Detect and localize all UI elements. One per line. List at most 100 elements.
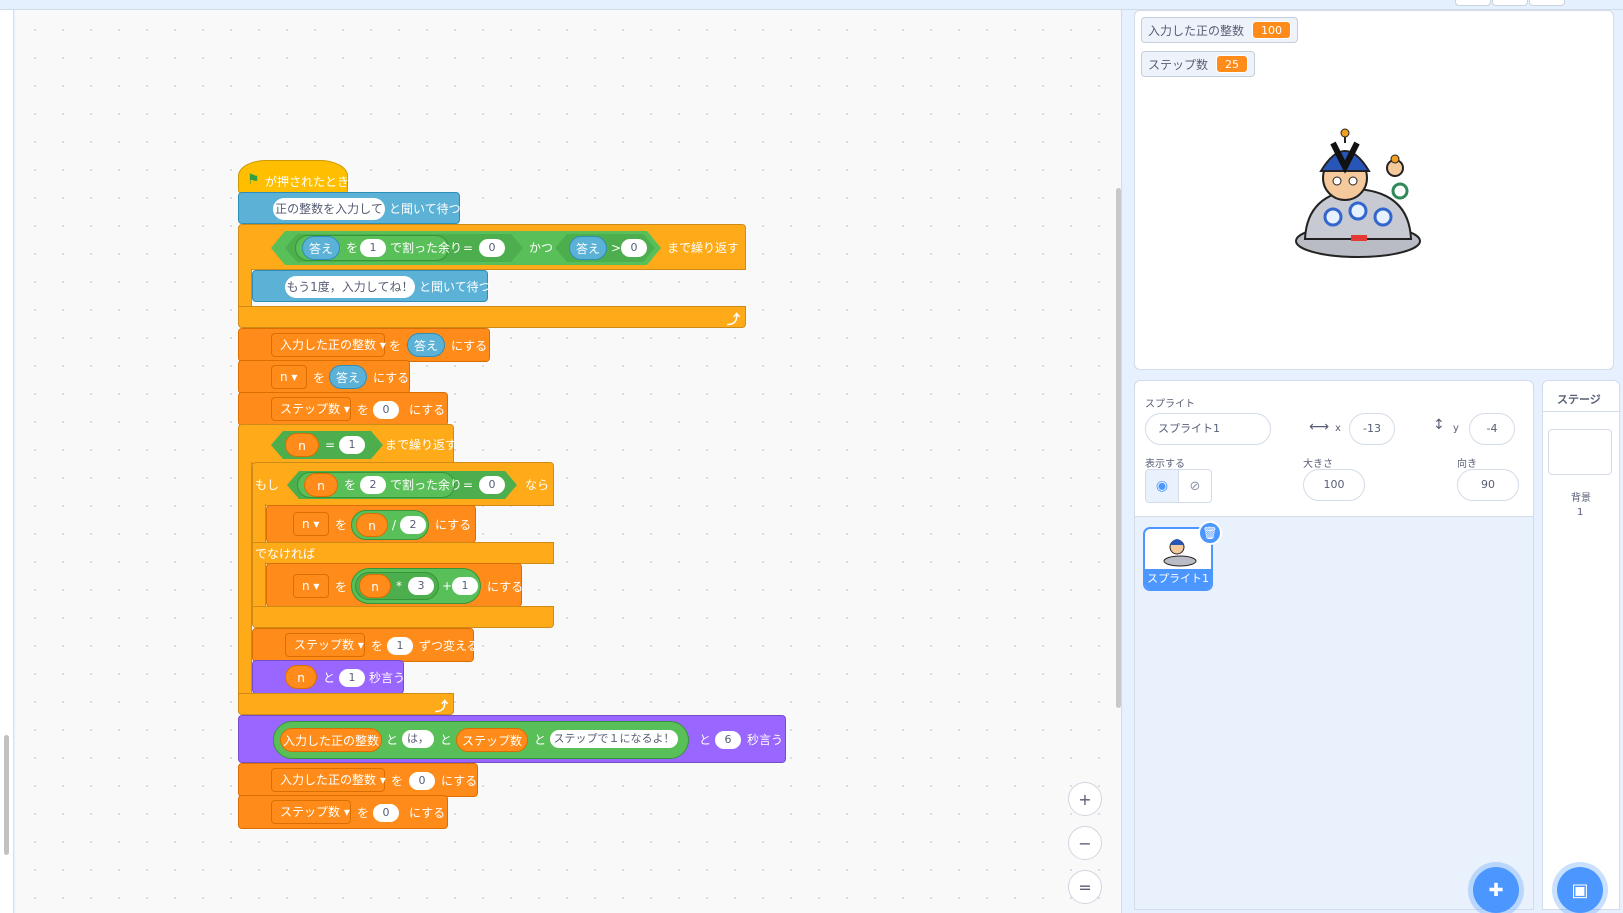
add-reporter[interactable]: n * 3 + 1 [351, 568, 481, 604]
if-arm [252, 504, 266, 544]
sprite-name-input[interactable]: スプライト1 [1145, 413, 1271, 445]
repeat-footer-2[interactable]: ⤴ [238, 693, 454, 715]
answer-reporter[interactable]: 答え [407, 333, 445, 357]
n-reporter[interactable]: n [356, 513, 388, 537]
variable-dropdown[interactable]: 入力した正の整数 ▾ [271, 333, 386, 357]
say-for-seconds-block-2[interactable]: 入力した正の整数 と は， と ステップ数 と ステップで１になるよ！ と 6 … [238, 715, 786, 763]
value-field[interactable]: 0 [409, 772, 435, 790]
ufo-thumbnail-icon [1163, 539, 1197, 567]
set-variable-block[interactable]: n ▾ を 答え にする [238, 360, 410, 394]
stage[interactable]: 入力した正の整数 100 ステップ数 25 [1134, 10, 1614, 370]
size-input[interactable]: 100 [1303, 469, 1365, 501]
zoom-in-button[interactable]: + [1068, 782, 1102, 816]
answer-reporter[interactable]: 答え [302, 236, 340, 260]
variable-dropdown[interactable]: n ▾ [271, 365, 307, 389]
gt-rhs-field[interactable]: 0 [621, 239, 647, 257]
repeat-until-block-2[interactable]: n = 1 まで繰り返す [238, 424, 457, 464]
join-text-field[interactable]: は， [402, 730, 434, 748]
monitor-label: ステップ数 [1148, 57, 1209, 72]
y-input[interactable]: -4 [1469, 413, 1515, 445]
stage-thumbnail[interactable] [1548, 429, 1612, 475]
code-scrollbar[interactable] [1116, 188, 1121, 708]
value-field[interactable]: 0 [373, 401, 399, 419]
and-condition[interactable]: 答え を 1 で割った余り = 0 かつ 答え > 0 [271, 231, 661, 265]
mod-divisor-field[interactable]: 2 [360, 476, 386, 494]
repeat-until-block[interactable]: 答え を 1 で割った余り = 0 かつ 答え > 0 まで繰り返す [238, 224, 746, 270]
step-count-reporter[interactable]: ステップ数 [456, 728, 528, 752]
if-else-footer[interactable] [252, 606, 554, 628]
if-else-block[interactable]: もし n を 2 で割った余り = 0 なら [252, 462, 554, 506]
fullscreen-button[interactable] [1529, 0, 1565, 6]
choose-backdrop-button[interactable]: ▣ [1557, 867, 1603, 913]
zoom-out-button[interactable]: − [1068, 826, 1102, 860]
set-variable-block[interactable]: 入力した正の整数 ▾ を 答え にする [238, 328, 490, 362]
variable-dropdown[interactable]: ステップ数 ▾ [271, 397, 351, 421]
delete-sprite-button[interactable]: 🗑 [1198, 521, 1222, 545]
ask-block-2[interactable]: もう1度，入力してね！ と聞いて待つ [252, 270, 491, 302]
else-section[interactable]: でなければ [252, 542, 554, 564]
variable-dropdown[interactable]: n ▾ [293, 574, 329, 598]
equals-rhs-field[interactable]: 0 [479, 239, 505, 257]
variable-dropdown[interactable]: ステップ数 ▾ [285, 633, 365, 657]
hide-sprite-button[interactable]: ⊘ [1178, 469, 1212, 503]
variable-dropdown[interactable]: 入力した正の整数 ▾ [271, 768, 386, 792]
change-variable-block[interactable]: ステップ数 ▾ を 1 ずつ変える [252, 628, 479, 662]
join-reporter[interactable]: 入力した正の整数 と は， と ステップ数 と ステップで１になるよ！ [273, 721, 689, 759]
show-sprite-button[interactable]: ◉ [1145, 469, 1179, 503]
variable-dropdown[interactable]: n ▾ [293, 512, 329, 536]
ask-prompt-field[interactable]: 正の整数を入力して [273, 198, 385, 220]
mod-reporter[interactable]: 答え を 1 で割った余り [295, 235, 449, 261]
equals-rhs-field[interactable]: 0 [479, 476, 505, 494]
multiply-reporter[interactable]: n * 3 [355, 572, 439, 600]
seconds-field[interactable]: 1 [339, 669, 365, 687]
large-stage-button[interactable] [1492, 0, 1528, 6]
change-amount-field[interactable]: 1 [387, 637, 413, 655]
n-reporter[interactable]: n [359, 574, 391, 598]
code-area[interactable] [15, 10, 1122, 913]
equals-condition[interactable]: n を 2 で割った余り = 0 [287, 471, 517, 499]
stage-selector[interactable]: ステージ 背景 1 ▣ [1542, 380, 1620, 913]
set-variable-block[interactable]: n ▾ を n * 3 + 1 にする [266, 563, 523, 607]
mod-label: で割った余り [390, 478, 463, 492]
equals-rhs-field[interactable]: 1 [339, 436, 365, 454]
sprite-ufo-character-icon[interactable] [1295, 123, 1425, 263]
set-variable-block[interactable]: ステップ数 ▾ を 0 にする [238, 392, 448, 426]
set-variable-block[interactable]: 入力した正の整数 ▾ を 0 にする [238, 763, 478, 797]
divisor-field[interactable]: 2 [400, 516, 426, 534]
n-reporter[interactable]: n [304, 473, 338, 497]
n-equals-condition[interactable]: n = 1 [271, 431, 383, 459]
ask-prompt-field-2[interactable]: もう1度，入力してね！ [285, 276, 415, 298]
greater-sign: > [611, 241, 622, 255]
value-field[interactable]: 0 [373, 804, 399, 822]
greater-than-condition[interactable]: 答え > 0 [555, 234, 655, 262]
choose-sprite-button[interactable]: ✚ [1473, 867, 1519, 913]
set-variable-block[interactable]: n ▾ を n / 2 にする [266, 505, 476, 543]
multiplier-field[interactable]: 3 [408, 577, 434, 595]
n-reporter[interactable]: n [285, 665, 317, 689]
say-for-seconds-block[interactable]: n と 1 秒言う [252, 660, 406, 694]
repeat-footer[interactable]: ⤴ [238, 306, 746, 328]
loop-arrow-icon: ⤴ [435, 700, 449, 715]
equals-condition[interactable]: 答え を 1 で割った余り = 0 [285, 234, 523, 262]
small-stage-button[interactable] [1455, 0, 1491, 6]
variable-reporter[interactable]: 入力した正の整数 [280, 728, 382, 752]
mod-divisor-field[interactable]: 1 [360, 239, 386, 257]
when-flag-clicked-block[interactable]: ⚑ が押されたとき [238, 160, 349, 194]
addend-field[interactable]: 1 [452, 577, 478, 595]
direction-input[interactable]: 90 [1457, 469, 1519, 501]
ask-block[interactable]: 正の整数を入力して と聞いて待つ [238, 192, 461, 224]
variable-name: ステップ数 [280, 805, 341, 819]
seconds-field[interactable]: 6 [715, 731, 741, 749]
mod-reporter[interactable]: n を 2 で割った余り [297, 472, 455, 498]
palette-scrollbar[interactable] [4, 735, 9, 855]
x-input[interactable]: -13 [1349, 413, 1395, 445]
answer-reporter[interactable]: 答え [569, 236, 607, 260]
divide-reporter[interactable]: n / 2 [351, 510, 429, 540]
set-variable-block[interactable]: ステップ数 ▾ を 0 にする [238, 795, 448, 829]
zoom-reset-button[interactable]: = [1068, 870, 1102, 904]
variable-dropdown[interactable]: ステップ数 ▾ [271, 800, 351, 824]
n-reporter[interactable]: n [285, 433, 319, 457]
join-text-field-2[interactable]: ステップで１になるよ！ [550, 730, 678, 748]
say-suffix: 秒言う [369, 671, 406, 685]
answer-reporter[interactable]: 答え [329, 365, 367, 389]
